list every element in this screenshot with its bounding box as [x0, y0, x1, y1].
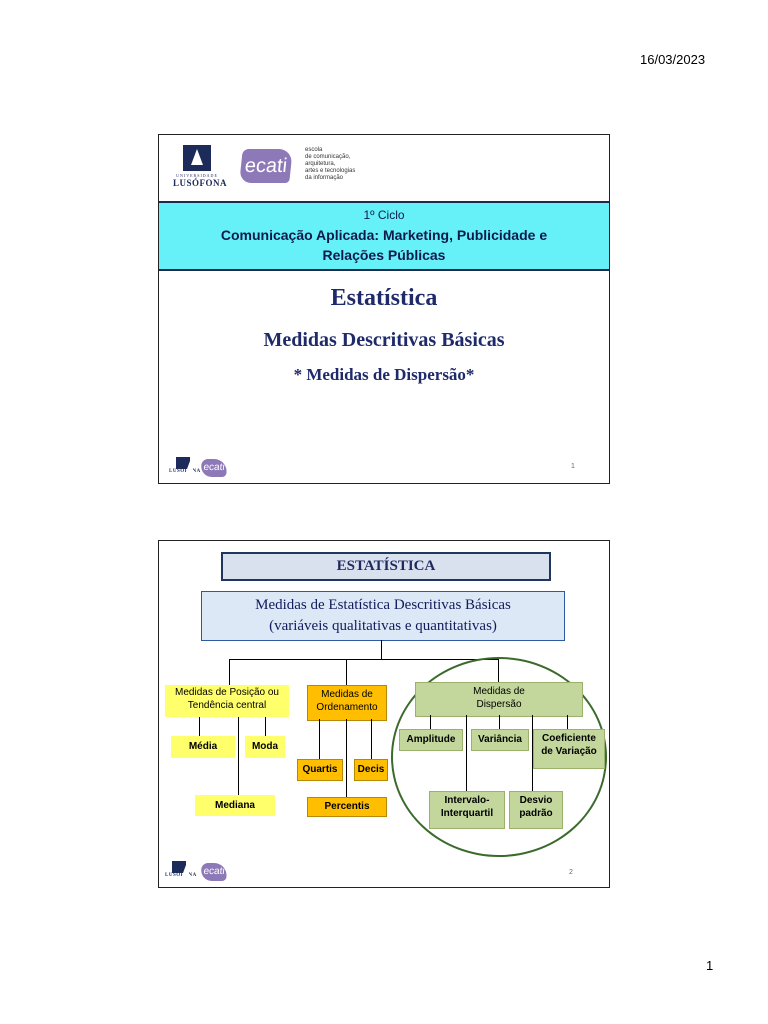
percentis-box: Percentis [307, 797, 387, 817]
connector-line [466, 715, 467, 791]
connector-line [199, 717, 200, 737]
connector-line [265, 717, 266, 737]
connector-line [346, 659, 347, 685]
decis-box: Decis [354, 759, 388, 781]
university-logo: UNIVERSIDADE LUSÓFONA [173, 145, 227, 188]
connector-line [430, 715, 431, 729]
connector-line [319, 719, 320, 759]
slide-title: Estatística [330, 285, 438, 311]
connector-line [499, 715, 500, 729]
media-box: Média [171, 736, 235, 758]
print-date: 16/03/2023 [640, 52, 706, 67]
intervalo-interquartil-box: Intervalo- Interquartil [429, 791, 505, 829]
connector-line [567, 715, 568, 729]
slide-number: 2 [569, 869, 573, 876]
course-title: Comunicação Aplicada: Marketing, Publici… [220, 227, 548, 263]
connector-line [346, 719, 347, 797]
footer-ecati-logo: ecati [200, 863, 228, 881]
dispersao-box: Medidas de Dispersão [415, 682, 583, 717]
connector-line [532, 715, 533, 791]
slide-subtitle-2: * Medidas de Dispersão* [293, 365, 475, 384]
university-emblem-icon [183, 145, 211, 171]
university-emblem-icon [176, 457, 196, 477]
page-number: 1 [706, 958, 714, 973]
course-band: 1º Ciclo Comunicação Aplicada: Marketing… [159, 201, 609, 271]
estatistica-banner: ESTATÍSTICA [221, 552, 551, 581]
quartis-box: Quartis [297, 759, 343, 781]
slide-number: 1 [571, 463, 575, 470]
amplitude-box: Amplitude [399, 729, 463, 751]
slide-2: ESTATÍSTICA Medidas de Estatística Descr… [158, 540, 610, 888]
footer-ecati-logo: ecati [200, 459, 228, 477]
ordenamento-box: Medidas de Ordenamento [307, 685, 387, 721]
footer-university-logo: LUSÓFONA [165, 861, 196, 881]
connector-line [229, 659, 230, 685]
university-emblem-icon [172, 861, 192, 881]
connector-line [371, 719, 372, 759]
footer-university-logo: LUSÓFONA [169, 457, 200, 477]
connector-line [238, 717, 239, 795]
mediana-box: Mediana [195, 795, 275, 816]
variancia-box: Variância [471, 729, 529, 751]
cycle-label: 1º Ciclo [363, 208, 405, 222]
connector-line [229, 659, 499, 660]
slide-subtitle: Medidas Descritivas Básicas [263, 329, 505, 351]
posicao-box: Medidas de Posição ou Tendência central [165, 685, 289, 717]
moda-box: Moda [245, 736, 285, 758]
dispersao-highlight-circle [391, 657, 607, 857]
ecati-tagline: escola de comunicação, arquitetura, arte… [305, 147, 356, 181]
connector-line [381, 640, 382, 660]
slide-1: UNIVERSIDADE LUSÓFONA ecati escola de co… [158, 134, 610, 484]
ecati-logo: ecati [239, 149, 293, 183]
coeficiente-variacao-box: Coeficiente de Variação [533, 729, 605, 769]
desvio-padrao-box: Desvio padrão [509, 791, 563, 829]
main-measures-box: Medidas de Estatística Descritivas Básic… [201, 591, 565, 641]
